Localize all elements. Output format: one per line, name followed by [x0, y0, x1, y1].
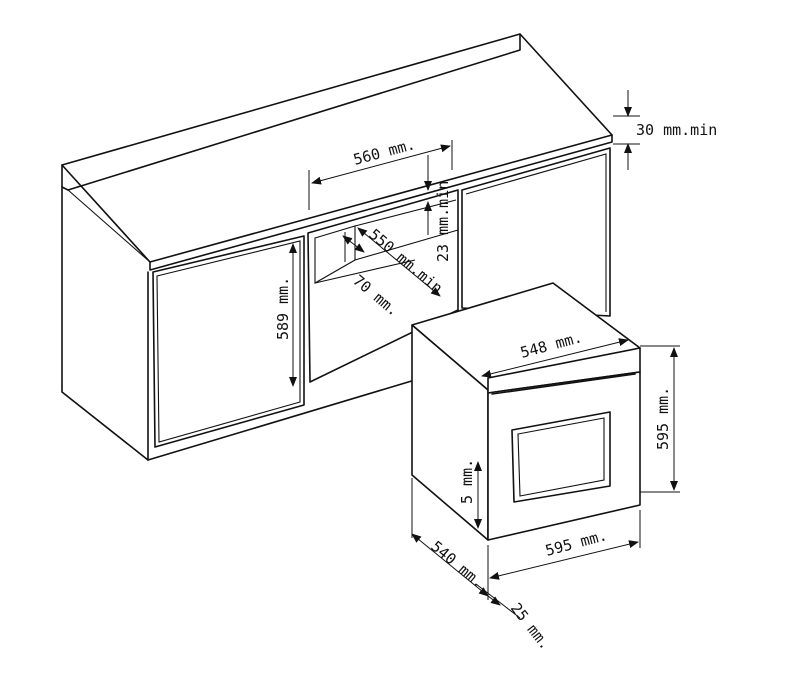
label-front-panel-depth: 25 mm.: [507, 599, 555, 653]
label-cabinet-opening-height: 589 mm.: [274, 277, 292, 340]
label-countertop-clearance: 30 mm.min: [636, 121, 717, 139]
right-door: [461, 147, 611, 317]
label-oven-front-width: 595 mm.: [543, 526, 609, 560]
label-top-clearance: 23 mm.min: [434, 181, 452, 262]
countertop-front-edge: [149, 134, 613, 271]
countertop-top: [61, 33, 613, 263]
backsplash: [61, 33, 521, 191]
label-oven-height: 595 mm.: [654, 387, 672, 450]
left-door: [152, 235, 305, 448]
label-oven-depth: 540 mm.: [427, 537, 487, 591]
oven-niche: [307, 189, 459, 383]
cabinet-side: [61, 186, 149, 461]
oven-window: [511, 411, 611, 503]
label-rear-gap: 70 mm.: [349, 271, 402, 320]
label-panel-offset: 5 mm.: [458, 459, 476, 504]
dimension-lines: [289, 90, 680, 619]
built-in-oven: [411, 282, 641, 541]
